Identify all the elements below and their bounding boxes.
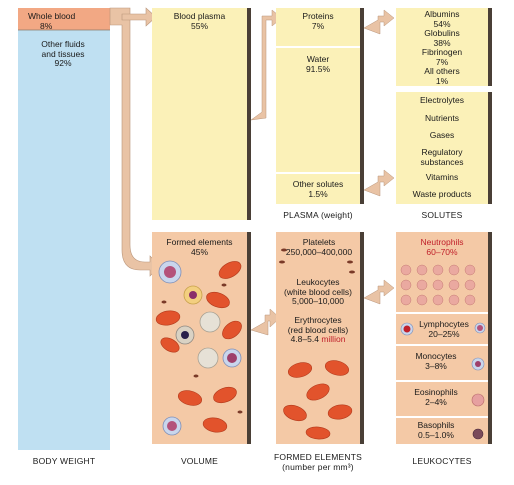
white-blood-cells-volume (158, 260, 242, 436)
other-solutes-box (276, 174, 360, 204)
other-fluids-bar (18, 30, 110, 450)
body-weight-axis-label: BODY WEIGHT (32, 456, 96, 466)
waste-products-label: Waste products (412, 189, 472, 199)
erythrocytes-label: Erythrocytes(red blood cells) 4.8–5.4 mi… (287, 315, 349, 345)
solutes-box (396, 92, 488, 204)
lymphocyte-cells (400, 322, 486, 336)
basophil-cell (472, 428, 484, 440)
volume-axis-label: VOLUME (180, 456, 219, 466)
water-box (276, 48, 360, 172)
whole-blood-bar (18, 8, 110, 30)
monocyte-cell (471, 357, 485, 371)
basophils-box (396, 418, 488, 444)
gases-label: Gases (429, 130, 455, 140)
plasma-weight-axis-label: PLASMA (weight) (283, 210, 353, 220)
plasma-proteins-box (396, 8, 488, 86)
proteins-box (276, 8, 360, 46)
formed-elements-axis-label: FORMED ELEMENTS(number per mm³) (273, 452, 362, 472)
leukocytes-label: Leukocytes(white blood cells)5,000–10,00… (283, 277, 353, 307)
neutrophil-cells (400, 264, 476, 306)
platelets-icons (279, 248, 355, 274)
leukocytes-axis-label: LEUKOCYTES (412, 456, 472, 466)
electrolytes-label: Electrolytes (420, 95, 464, 105)
red-blood-cells-volume (155, 261, 242, 433)
eosinophil-cell (471, 393, 485, 407)
platelets-volume (161, 283, 243, 414)
nutrients-label: Nutrients (424, 113, 459, 123)
solutes-axis-label: SOLUTES (421, 210, 463, 220)
blood-plasma-box (152, 8, 247, 220)
vitamins-label: Vitamins (425, 172, 459, 182)
red-blood-cells-formed (283, 360, 353, 440)
